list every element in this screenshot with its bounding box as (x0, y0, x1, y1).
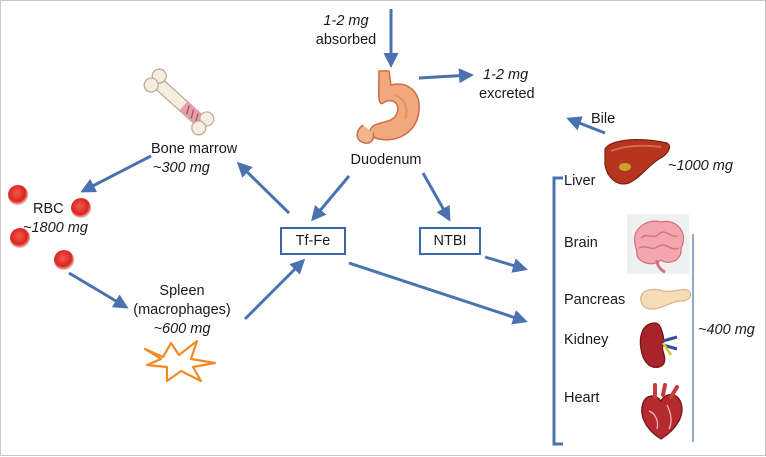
intake-label: absorbed (315, 32, 377, 48)
rbc-cell (71, 198, 91, 218)
tf-fe-box: Tf-Fe (280, 227, 346, 255)
brain-label: Brain (564, 235, 598, 251)
bone-icon (143, 68, 215, 136)
liver-label: Liver (564, 173, 596, 189)
heart-icon (641, 383, 683, 440)
arrow-duodenum-ntbi (421, 172, 451, 222)
macrophage-icon (143, 339, 217, 383)
kidney-label: Kidney (564, 332, 609, 348)
arrow-tf-organs (348, 261, 528, 325)
brain-icon (627, 214, 689, 274)
spleen-amount: ~600 mg (153, 321, 211, 337)
arrow-bonemarrow-rbc (80, 154, 152, 193)
excretion-amount: 1-2 mg (483, 67, 529, 83)
spleen-label: Spleen (159, 283, 205, 299)
pancreas-label: Pancreas (564, 292, 626, 308)
bile-label: Bile (591, 111, 616, 127)
bone-marrow-amount: ~300 mg (153, 160, 210, 176)
excretion-label: excreted (479, 86, 535, 102)
rbc-amount: ~1800 mg (23, 220, 88, 236)
arrow-duodenum-tf (311, 175, 351, 222)
intake-amount: 1-2 mg (323, 13, 369, 29)
arrow-rbc-spleen (68, 271, 129, 309)
rbc-cells-icon (8, 185, 91, 270)
liver-amount: ~1000 mg (668, 158, 733, 174)
heart-label: Heart (564, 390, 600, 406)
kidney-icon (639, 322, 678, 368)
duodenum-label: Duodenum (350, 152, 422, 168)
arrow-ntbi-organs (484, 255, 528, 273)
ntbi-box: NTBI (419, 227, 481, 255)
arrow-bile (566, 116, 606, 135)
arrow-excreted (418, 68, 474, 84)
arrow-spleen-tf (243, 258, 306, 321)
rbc-cell (54, 250, 74, 270)
pancreas-icon (640, 288, 692, 310)
stomach-icon (356, 70, 420, 144)
rbc-cell (10, 228, 30, 248)
rbc-label: RBC (33, 201, 64, 217)
arrow-tf-bonemarrow (236, 161, 291, 215)
rbc-cell (8, 185, 28, 205)
bone-marrow-label: Bone marrow (151, 141, 238, 157)
organs-bracket (552, 176, 563, 446)
spleen-sublabel: (macrophages) (133, 302, 231, 318)
liver-icon (604, 139, 671, 185)
organs-amount: ~400 mg (698, 322, 755, 338)
